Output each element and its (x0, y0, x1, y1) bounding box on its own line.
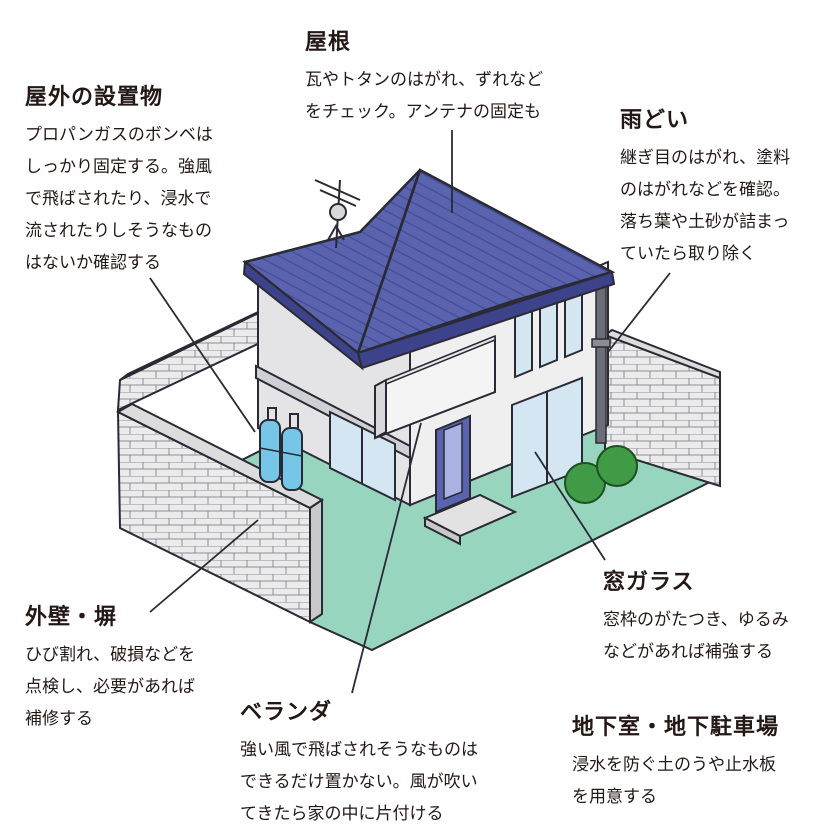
label-veranda-title: ベランダ (240, 700, 333, 725)
label-roof-title: 屋根 (305, 30, 352, 55)
bushes (564, 445, 638, 504)
label-basement-title: 地下室・地下駐車場 (572, 715, 780, 740)
label-basement-parking: 地下室・地下駐車場 浸水を防ぐ土のうや止水板 を用意する (572, 715, 779, 813)
veranda (374, 334, 496, 440)
label-gutter-title: 雨どい (620, 108, 690, 133)
label-outdoor-body: プロパンガスのボンベは しっかり固定する。強風 で飛ばされたり、浸水で 流された… (25, 125, 213, 274)
label-wall-body: ひび割れ、破損などを 点検し、必要があれば 補修する (25, 645, 196, 730)
antenna-icon (314, 179, 361, 249)
label-window-title: 窓ガラス (603, 570, 695, 595)
label-basement-body: 浸水を防ぐ土のうや止水板 を用意する (572, 755, 776, 808)
label-gutter-body: 継ぎ目のはがれ、塗料 のはがれなどを確認。 落ち葉や土砂が詰まっ ていたら取り除… (620, 148, 791, 265)
label-veranda-body: 強い風で飛ばされそうなものは できるだけ置かない。風が吹い てきたら家の中に片付… (240, 740, 478, 825)
label-wall-fence: 外壁・塀 ひび割れ、破損などを 点検し、必要があれば 補修する (25, 605, 195, 735)
label-gutter: 雨どい 継ぎ目のはがれ、塗料 のはがれなどを確認。 落ち葉や土砂が詰まっ ていた… (620, 108, 790, 270)
label-wall-title: 外壁・塀 (25, 605, 118, 630)
label-outdoor-title: 屋外の設置物 (25, 85, 164, 110)
roof (242, 168, 616, 371)
label-roof: 屋根 瓦やトタンのはがれ、ずれなど をチェック。アンテナの固定も (305, 30, 543, 128)
label-roof-body: 瓦やトタンのはがれ、ずれなど をチェック。アンテナの固定も (305, 70, 544, 123)
leader-lines (149, 130, 671, 694)
gas-cylinders (259, 407, 303, 491)
label-veranda: ベランダ 強い風で飛ばされそうなものは できるだけ置かない。風が吹い てきたら家… (240, 700, 478, 830)
fence-right (602, 328, 721, 488)
label-outdoor-equipment: 屋外の設置物 プロパンガスのボンベは しっかり固定する。強風 で飛ばされたり、浸… (25, 85, 213, 279)
label-window-body: 窓枠のがたつき、ゆるみ などがあれば補強する (603, 610, 789, 663)
label-window-glass: 窓ガラス 窓枠のがたつき、ゆるみ などがあれば補強する (603, 570, 789, 668)
